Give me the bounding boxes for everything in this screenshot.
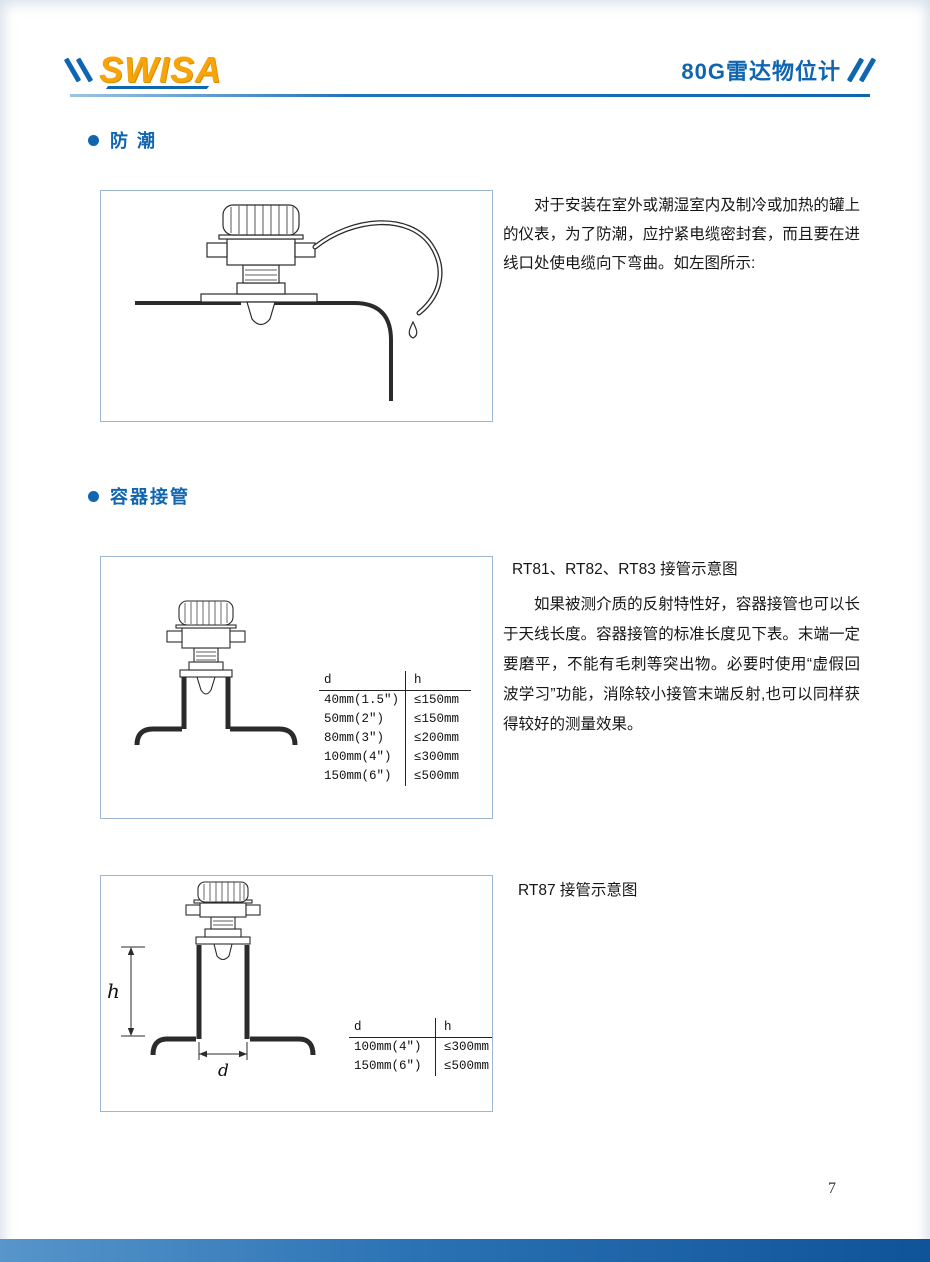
footer-bar: [0, 1239, 930, 1262]
table-header-d: d: [354, 1020, 362, 1034]
table-cell-d: 40mm(1.5″): [324, 693, 400, 707]
title-slashes-icon: [846, 57, 877, 83]
water-drop-icon: [408, 320, 418, 339]
rt87-size-table: d h 100mm(4″) ≤300mm 150mm(6″) ≤500mm: [349, 1018, 492, 1076]
caption-rt81: RT81、RT82、RT83 接管示意图: [512, 561, 738, 578]
table-cell-h: ≤500mm: [405, 767, 471, 786]
table-cell-h: ≤200mm: [405, 729, 471, 748]
table-cell-h: ≤300mm: [435, 1038, 492, 1057]
dim-h-label: h: [107, 979, 120, 1003]
table-header-h: h: [435, 1018, 492, 1037]
section-heading-text: 防 潮: [110, 131, 158, 151]
brand-logo-text: SWISA: [99, 49, 223, 90]
table-header-row: d h: [319, 671, 471, 691]
section-heading-moisture: 防 潮: [88, 127, 157, 153]
table-row: 40mm(1.5″) ≤150mm: [319, 691, 471, 710]
table-row: 150mm(6″) ≤500mm: [349, 1057, 492, 1076]
table-row: 100mm(4″) ≤300mm: [349, 1038, 492, 1057]
table-cell-h: ≤300mm: [405, 748, 471, 767]
table-cell-d: 150mm(6″): [354, 1059, 422, 1073]
table-cell-h: ≤150mm: [405, 691, 471, 710]
bullet-icon: [88, 134, 99, 146]
table-header-h: h: [405, 671, 471, 690]
table-cell-d: 100mm(4″): [324, 750, 392, 764]
dim-d-label: d: [218, 1061, 229, 1081]
page-header: SWISA 80G雷达物位计: [63, 46, 877, 94]
table-row: 80mm(3″) ≤200mm: [319, 729, 471, 748]
table-header-row: d h: [349, 1018, 492, 1038]
table-cell-d: 100mm(4″): [354, 1040, 422, 1054]
brand-logo: SWISA: [63, 49, 223, 90]
doc-title: 80G雷达物位计: [681, 59, 841, 84]
doc-title-group: 80G雷达物位计: [681, 54, 877, 86]
table-row: 100mm(4″) ≤300mm: [319, 748, 471, 767]
figure-moisture-install: [100, 190, 493, 422]
rt81-size-table: d h 40mm(1.5″) ≤150mm 50mm(2″) ≤150mm 80…: [319, 671, 471, 786]
table-cell-h: ≤150mm: [405, 710, 471, 729]
section-heading-text: 容器接管: [110, 487, 190, 507]
page-number: 7: [828, 1180, 836, 1197]
section-heading-nozzle: 容器接管: [88, 483, 190, 509]
table-cell-d: 150mm(6″): [324, 769, 392, 783]
moisture-paragraph: 对于安装在室外或潮湿室内及制冷或加热的罐上的仪表，为了防潮，应拧紧电缆密封套，而…: [503, 197, 860, 272]
figure-rt87-nozzle: h d d h 100mm(4″) ≤300mm 150mm(6″) ≤500m…: [100, 875, 493, 1112]
bullet-icon: [88, 490, 99, 502]
table-cell-d: 50mm(2″): [324, 712, 385, 726]
figure-rt81-nozzle: d h 40mm(1.5″) ≤150mm 50mm(2″) ≤150mm 80…: [100, 556, 493, 819]
rt87-nozzle-diagram: h d: [107, 881, 316, 1081]
rt81-nozzle-diagram: [134, 600, 298, 746]
header-divider: [70, 94, 870, 97]
caption-rt87: RT87 接管示意图: [518, 882, 638, 899]
table-row: 150mm(6″) ≤500mm: [319, 767, 471, 786]
table-row: 50mm(2″) ≤150mm: [319, 710, 471, 729]
logo-backslashes-icon: [63, 57, 94, 83]
table-header-d: d: [324, 673, 332, 687]
moisture-install-diagram: [135, 204, 443, 401]
table-cell-d: 80mm(3″): [324, 731, 385, 745]
nozzle-paragraph: 如果被测介质的反射特性好，容器接管也可以长于天线长度。容器接管的标准长度见下表。…: [503, 596, 860, 733]
table-cell-h: ≤500mm: [435, 1057, 492, 1076]
